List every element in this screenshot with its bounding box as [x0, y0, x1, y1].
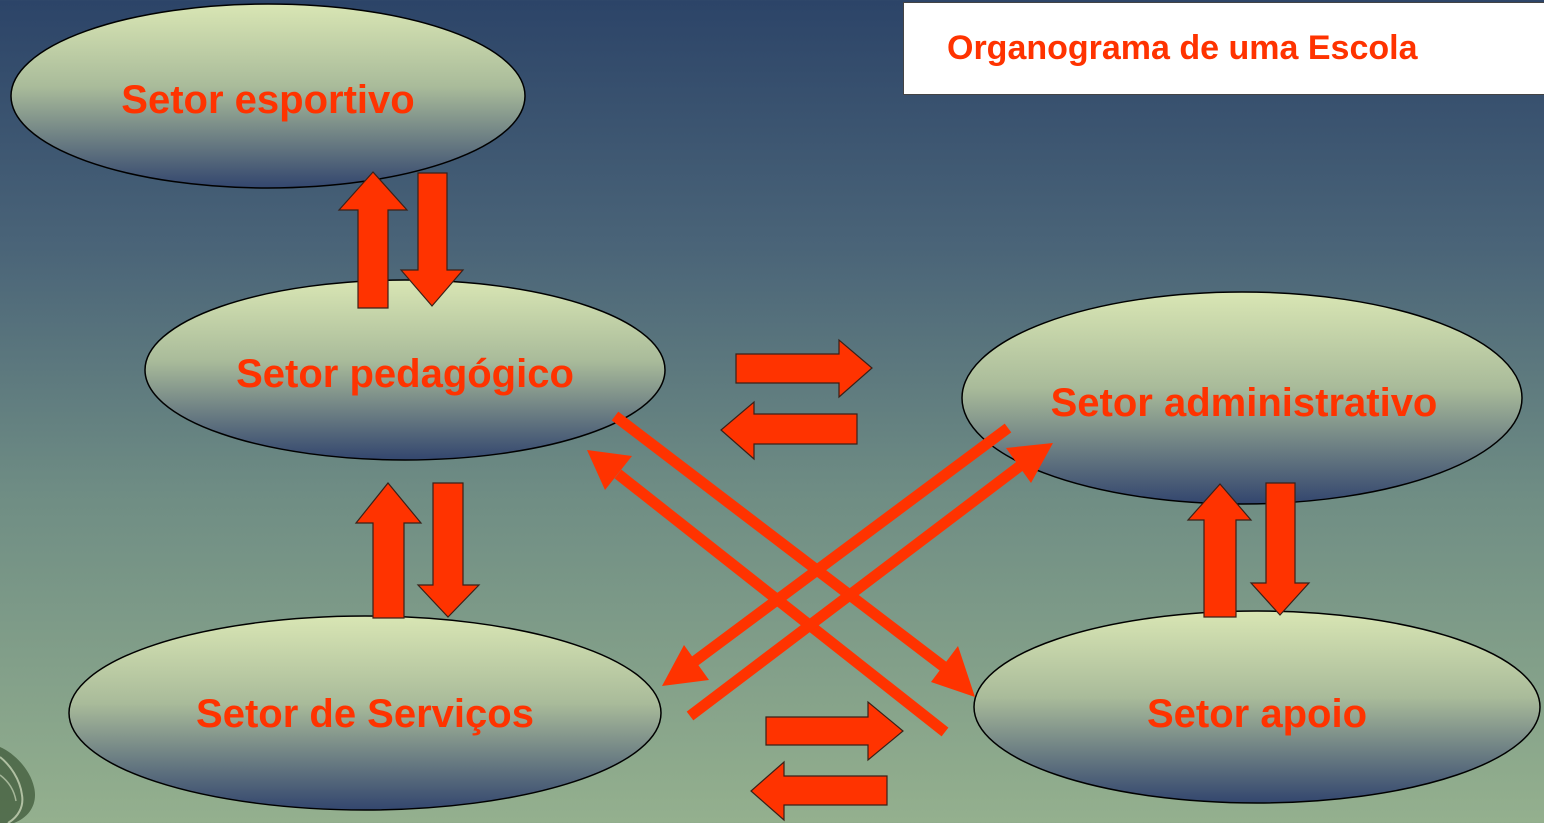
node-label-apoio: Setor apoio	[1147, 692, 1367, 736]
diagram-title: Organograma de uma Escola	[947, 29, 1418, 67]
arrowhead-administrativo-to-servicos	[662, 645, 709, 686]
arrow-apoio-to-servicos	[750, 760, 888, 822]
arrowhead-servicos-to-administrativo	[1006, 443, 1053, 483]
arrow-servicos-to-apoio	[765, 700, 904, 762]
node-setor-apoio: Setor apoio	[973, 610, 1541, 804]
node-label-servicos: Setor de Serviços	[196, 692, 534, 736]
arrow-pedagogico-to-administrativo	[735, 338, 873, 399]
node-setor-pedagogico: Setor pedagógico	[144, 279, 666, 461]
node-label-pedagogico: Setor pedagógico	[236, 352, 574, 396]
leaf-decoration-icon	[0, 747, 36, 823]
arrow-servicos-to-administrativo	[686, 461, 1024, 721]
arrowhead-apoio-to-pedagogico	[587, 450, 632, 490]
arrow-administrativo-to-apoio	[1249, 482, 1311, 616]
arrowhead-pedagogico-to-apoio	[931, 646, 975, 697]
title-box: Organograma de uma Escola	[903, 2, 1544, 95]
arrow-pedagogico-to-servicos	[416, 482, 481, 618]
node-setor-esportivo: Setor esportivo	[10, 3, 526, 189]
node-label-administrativo: Setor administrativo	[1051, 381, 1438, 425]
arrow-apoio-to-administrativo	[1186, 483, 1253, 618]
node-setor-servicos: Setor de Serviços	[68, 615, 662, 811]
arrow-esportivo-to-pedagogico	[399, 172, 465, 307]
arrow-servicos-to-pedagogico	[354, 482, 423, 619]
arrow-pedagogico-to-apoio	[611, 411, 952, 675]
node-label-esportivo: Setor esportivo	[121, 78, 414, 122]
node-setor-administrativo: Setor administrativo	[961, 291, 1523, 505]
arrow-administrativo-to-pedagogico	[720, 400, 858, 461]
arrow-administrativo-to-servicos	[691, 423, 1012, 666]
arrow-pedagogico-to-esportivo	[337, 171, 409, 309]
